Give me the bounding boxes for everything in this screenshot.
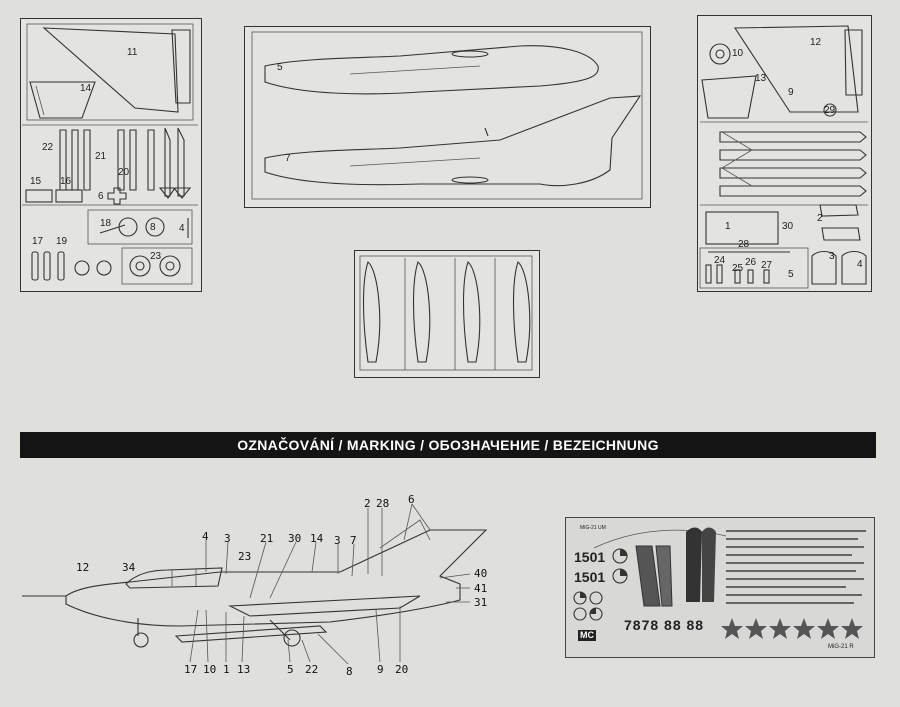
sprue-frame-fuselage [244,26,651,208]
part-number: 28 [738,239,750,250]
callout-number: 21 [260,532,274,545]
callout-number: 22 [305,663,319,676]
callout-number: 13 [237,663,251,676]
callout-number: 6 [408,493,415,506]
callout-number: 9 [377,663,384,676]
callout-number: 34 [122,561,136,574]
callout-number: 1 [223,663,230,676]
callout-number: 28 [376,497,390,510]
part-number: 21 [95,151,107,162]
part-number: 19 [56,236,68,247]
sprue-right-drawing [699,25,868,289]
part-number: 3 [829,251,835,262]
part-number: 15 [30,176,42,187]
sprue-canopy-drawing [359,255,533,371]
part-number: 9 [788,87,794,98]
part-number: 10 [732,48,744,59]
banner-title: OZNAČOVÁNÍ / MARKING / ОБОЗНАЧЕНИЕ / BEZ… [237,437,659,453]
part-number: 5 [788,269,794,280]
callout-number: 10 [203,663,217,676]
decal-graphics [573,527,866,639]
part-number: 4 [857,259,863,270]
part-number: 20 [118,167,130,178]
decal-maker-logo: MC [578,630,596,641]
callout-number: 7 [350,534,357,547]
part-number: 24 [714,255,726,266]
callout-number: 17 [184,663,198,676]
part-number: 25 [732,263,744,274]
decal-header-text: MIG-21 UM [580,525,606,531]
callout-number: 14 [310,532,324,545]
decal-code: 1501 [574,569,606,585]
callout-number: 8 [346,665,353,678]
part-number: 30 [782,221,794,232]
callout-number: 31 [474,596,488,609]
decal-ref: MiG-21 R [828,644,854,650]
marking-section-banner: OZNAČOVÁNÍ / MARKING / ОБОЗНАЧЕНИЕ / BEZ… [20,432,876,458]
callout-number: 3 [224,532,231,545]
part-number: 8 [150,222,156,233]
part-number: 27 [761,260,773,271]
callout-number: 2 [364,497,371,510]
callout-number: 20 [395,663,409,676]
callout-number: 30 [288,532,302,545]
part-number: 1 [725,221,731,232]
callout-number: 41 [474,582,488,595]
part-number: 23 [150,251,162,262]
part-number: 18 [100,218,112,229]
callout-number: 40 [474,567,488,580]
part-number: 29 [824,105,836,116]
callout-number: 4 [202,530,209,543]
callout-number: 12 [76,561,90,574]
sprue-frame-left [20,18,202,292]
decal-bottom-codes: 7878 88 88 [624,617,705,633]
callout-number: 23 [238,550,252,563]
part-number: 17 [32,236,44,247]
callout-number: 5 [287,663,294,676]
part-number: 6 [98,191,104,202]
decal-code: 1501 [574,549,606,565]
decal-sheet: MIG-21 UM 1501 1501 7878 88 88 MC MiG-21… [565,517,875,658]
aircraft-side-view [22,503,488,665]
part-number: 7 [285,153,291,164]
callout-number: 3 [334,534,341,547]
part-number: 2 [817,213,823,224]
sprue-left-drawing [22,23,198,285]
part-number: 13 [755,73,767,84]
sprue-fuselage-drawing [251,31,643,200]
part-number: 11 [127,47,138,58]
part-number: 22 [42,142,54,153]
part-number: 14 [80,83,92,94]
part-number: 16 [60,176,72,187]
part-number: 4 [179,223,185,234]
part-number: 12 [810,37,822,48]
part-number: 5 [277,62,283,73]
part-number: 26 [745,257,757,268]
sprue-frame-canopy [354,250,540,378]
